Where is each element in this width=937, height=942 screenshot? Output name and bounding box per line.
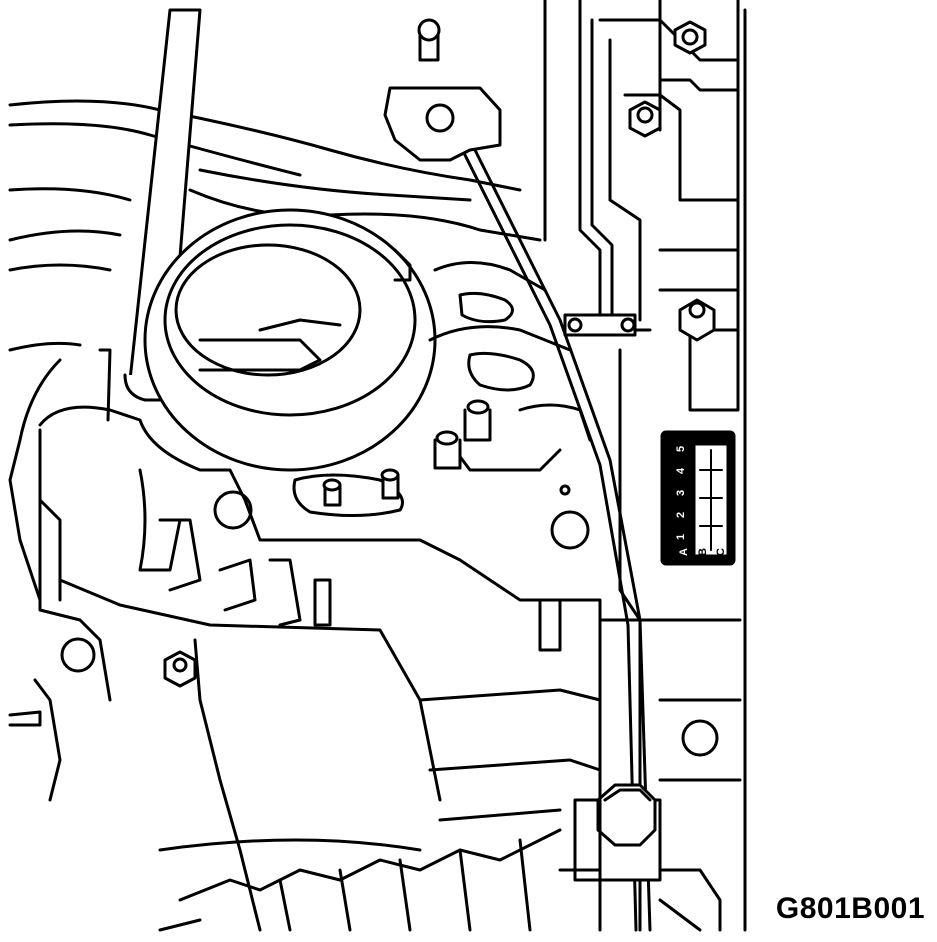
upper-right-bolt (673, 20, 707, 55)
label-row-c: C (715, 548, 727, 556)
label-row-a: A (678, 548, 690, 556)
figure-code: G801B001 (775, 892, 925, 925)
label-plate-row-labels: A B C (678, 548, 727, 556)
rod-clip (563, 313, 637, 337)
label-column-2: 2 (675, 512, 687, 518)
bottom-right-frame (558, 638, 702, 932)
studs (322, 399, 492, 507)
label-column-4: 4 (675, 467, 687, 474)
label-column-1: 1 (675, 534, 687, 540)
lower-right-bolt (678, 298, 716, 342)
label-column-5: 5 (675, 446, 687, 452)
mid-right-bolt (628, 100, 662, 138)
lower-shield (58, 578, 602, 932)
label-plate-column-labels: 1 2 3 4 5 (675, 446, 687, 540)
brake-pipe (458, 0, 652, 932)
transmission-case (8, 248, 602, 642)
left-small-bolt (163, 650, 197, 688)
label-plate: 1 2 3 4 5 A B C (660, 430, 736, 566)
label-column-3: 3 (675, 490, 687, 496)
large-bottom-bolt (573, 783, 662, 882)
left-case-area (8, 428, 562, 802)
transmission-seal (143, 208, 437, 472)
label-row-b: B (697, 548, 709, 556)
top-bracket (383, 18, 502, 162)
